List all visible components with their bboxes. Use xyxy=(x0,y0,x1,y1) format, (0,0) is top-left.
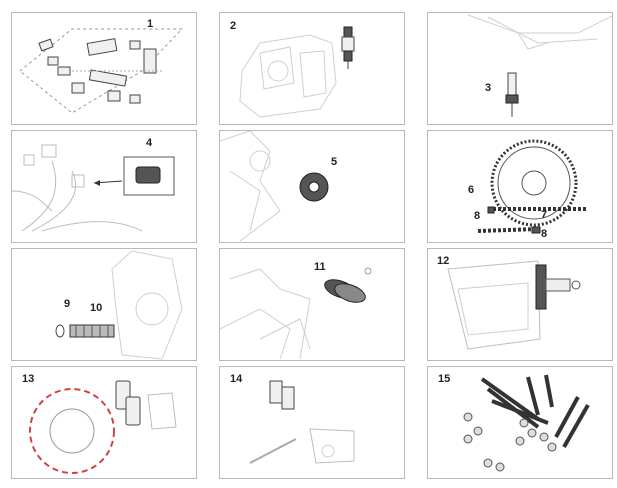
callout-5: 5 xyxy=(331,156,338,168)
bearing-kit-drawing xyxy=(19,28,184,114)
callout-8a: 8 xyxy=(474,210,481,222)
callout-10: 10 xyxy=(90,302,103,314)
rear-brake-pads-drawing xyxy=(249,380,355,464)
callout-2: 2 xyxy=(230,20,237,32)
callout-13: 13 xyxy=(22,373,35,385)
panel-3-spark-plug-cap: 3 xyxy=(427,12,613,125)
wiring-harness-drawing xyxy=(12,144,175,232)
panel-11-rear-brake-pads: 14 xyxy=(219,366,405,479)
panel-8-air-filter: 11 xyxy=(219,248,405,361)
spark-plug-drawing xyxy=(239,26,355,118)
panel-12-bolt-kit: 15 xyxy=(427,366,613,479)
callout-12: 12 xyxy=(437,255,450,267)
panel-4-wiring-harness: 4 xyxy=(11,130,197,243)
callout-7: 7 xyxy=(541,209,548,221)
panel-5-front-sprocket: 5 xyxy=(219,130,405,243)
brake-disc-pads-drawing xyxy=(29,380,177,474)
callout-1: 1 xyxy=(147,18,154,30)
callout-15: 15 xyxy=(438,373,451,385)
callout-4: 4 xyxy=(146,137,153,149)
callout-9: 9 xyxy=(64,298,71,310)
air-filter-box-drawing xyxy=(447,260,581,350)
panel-2-spark-plug: 2 xyxy=(219,12,405,125)
callout-8b: 8 xyxy=(541,228,548,240)
shaft-seal-drawing xyxy=(55,250,183,360)
callout-3: 3 xyxy=(485,82,492,94)
panel-10-brake-disc-pads: 13 xyxy=(11,366,197,479)
callout-11: 11 xyxy=(314,261,326,273)
spark-plug-cap-drawing xyxy=(467,14,612,117)
panel-6-rear-sprocket-chain: 6 7 8 8 xyxy=(427,130,613,243)
rear-sprocket-chain-drawing xyxy=(477,139,588,234)
air-filter-drawing xyxy=(220,267,372,360)
panel-9-air-filter-box: 12 xyxy=(427,248,613,361)
front-sprocket-drawing xyxy=(220,131,329,242)
callout-6: 6 xyxy=(468,184,475,196)
callout-14: 14 xyxy=(230,373,243,385)
bolt-kit-drawing xyxy=(463,374,590,472)
panel-7-shaft-seal: 9 10 xyxy=(11,248,197,361)
panel-1-bearing-kit: 1 xyxy=(11,12,197,125)
